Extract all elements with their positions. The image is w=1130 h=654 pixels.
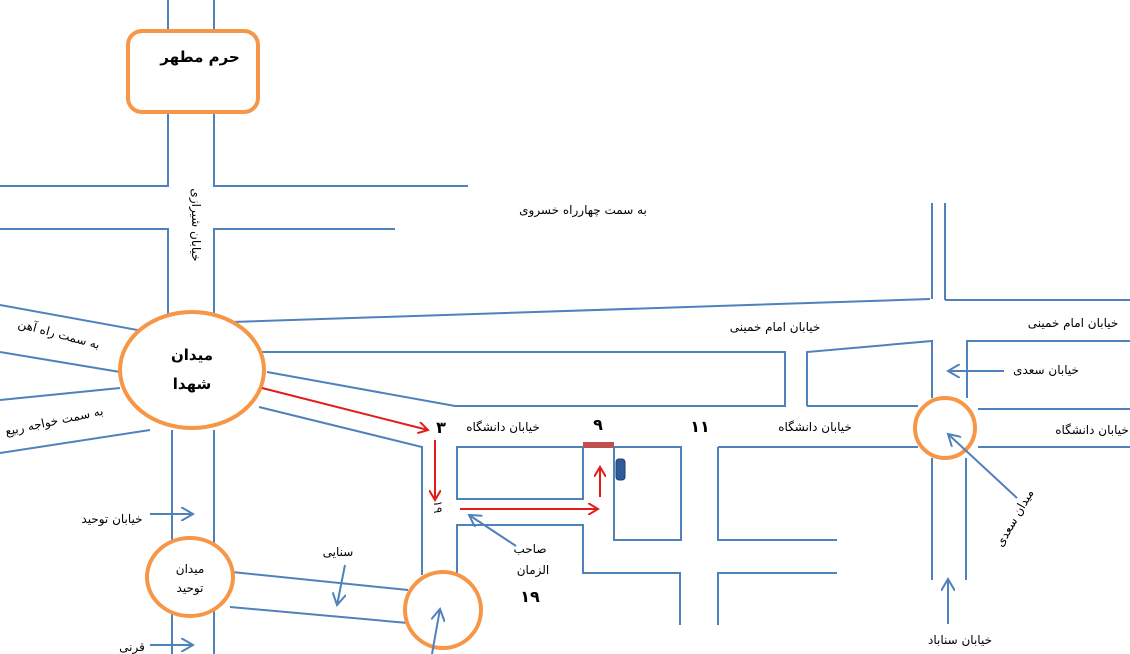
tohid-label-2: توحید (177, 581, 204, 596)
imam-khomeini-label-2: خیابان امام خمینی (1028, 316, 1119, 330)
alley-19-label: ۱۹ (520, 587, 540, 606)
sanaei-pointer-icon (337, 564, 345, 605)
sanaei-label: سنایی (323, 545, 354, 559)
saheb-label-1: صاحب (513, 542, 546, 556)
tohid-square[interactable]: میدان توحید (145, 536, 235, 618)
shirazi-label: خیابان شیرازی (188, 188, 203, 261)
route (261, 387, 626, 509)
saadi-square-pointer-icon (948, 434, 1018, 499)
daneshgah-label-3: خیابان دانشگاه (1055, 423, 1129, 437)
khajeh-rabi-label: به سمت خواجه ربیع (4, 404, 105, 439)
imam-khomeini-label-1: خیابان امام خمینی (730, 320, 821, 334)
alley-11-label: ۱۱ (690, 417, 710, 436)
daneshgah-label-2: خیابان دانشگاه (778, 420, 852, 434)
alley-3-label: ۳ (436, 418, 446, 437)
shohada-label-1: میدان (171, 346, 213, 364)
tohid-label-1: میدان (176, 562, 205, 576)
qarani-label: قرنی (119, 640, 145, 654)
saadi-square[interactable] (913, 396, 977, 460)
haram-box[interactable]: حرم مطهر (126, 29, 260, 114)
saheb-label-2: الزمان (517, 563, 550, 578)
tohid-street-label: خیابان توحید (81, 512, 142, 527)
alley-19-small-label: ۱۹ (431, 501, 445, 514)
saadi-label: خیابان سعدی (1013, 363, 1079, 377)
bottom-square-pointer-icon (432, 609, 440, 654)
destination-marker[interactable] (615, 458, 626, 481)
shohada-label-2: شهدا (173, 375, 211, 393)
saheb-pointer-icon (469, 515, 517, 547)
haram-label: حرم مطهر (159, 48, 240, 66)
alley-9-label: ۹ (593, 415, 603, 434)
sanabad-label: خیابان سناباد (928, 633, 992, 647)
destination-bar (583, 442, 614, 448)
daneshgah-label-1: خیابان دانشگاه (466, 420, 540, 434)
khosravi-label: به سمت چهارراه خسروی (519, 203, 647, 218)
bottom-square[interactable] (403, 570, 483, 650)
pointer-arrows (150, 371, 1018, 654)
shohada-square[interactable]: میدان شهدا (118, 310, 266, 430)
route-arrow-1 (261, 387, 428, 430)
